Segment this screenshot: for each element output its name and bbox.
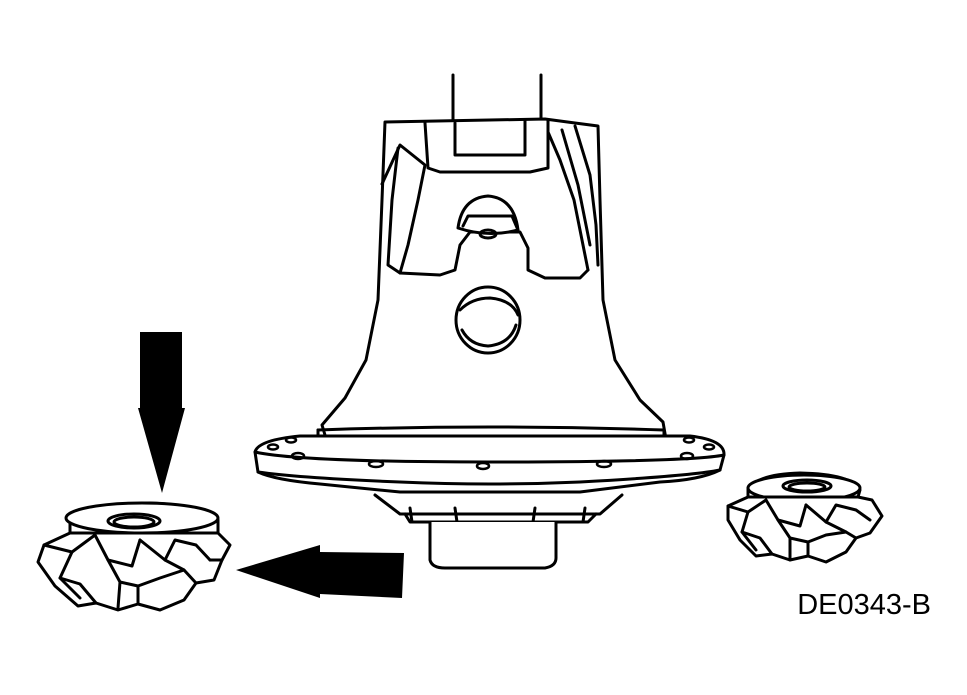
figure-code: DE0343-B	[797, 589, 931, 621]
flange-bolt-holes	[266, 436, 716, 471]
side-gear-icon	[726, 471, 884, 564]
left-arrow-icon	[236, 545, 404, 598]
side-gear-icon	[36, 501, 232, 612]
down-arrow-icon	[138, 332, 185, 493]
differential-case-icon	[253, 73, 726, 570]
